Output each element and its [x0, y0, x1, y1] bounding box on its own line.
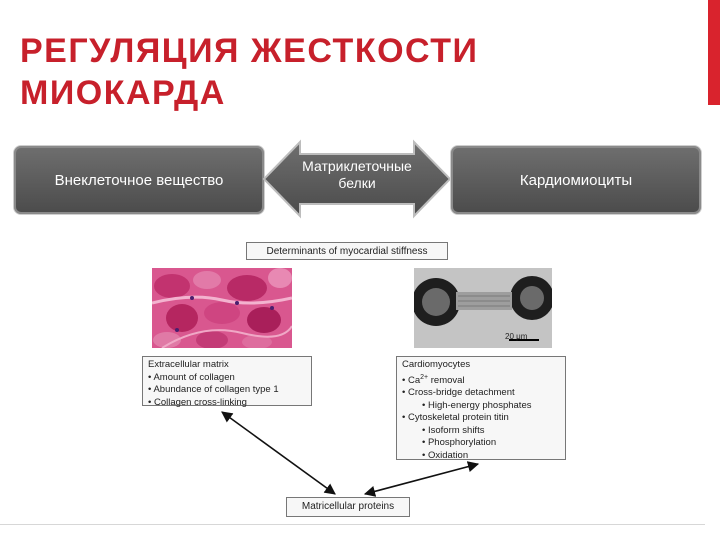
connector-arrows	[0, 232, 705, 524]
extracellular-matter-label: Внеклеточное вещество	[55, 172, 224, 189]
extracellular-matter-box: Внеклеточное вещество	[13, 145, 265, 215]
arrow-label-line-1: Матриклеточные	[287, 158, 427, 175]
arrow-label-line-2: белки	[287, 175, 427, 192]
matricellular-proteins-label: Матриклеточные белки	[287, 158, 427, 192]
stiffness-figure: Determinants of myocardial stiffness 20 …	[0, 232, 705, 525]
slide-title: РЕГУЛЯЦИЯ ЖЕСТКОСТИ МИОКАРДА	[20, 30, 660, 114]
title-line-2: МИОКАРДА	[20, 72, 660, 114]
cardiomyocytes-box: Кардиомиоциты	[450, 145, 702, 215]
accent-bar	[708, 0, 720, 105]
matricellular-proteins-box: Matricellular proteins	[286, 497, 410, 517]
cardiomyocytes-label: Кардиомиоциты	[520, 172, 632, 189]
title-line-1: РЕГУЛЯЦИЯ ЖЕСТКОСТИ	[20, 30, 660, 72]
